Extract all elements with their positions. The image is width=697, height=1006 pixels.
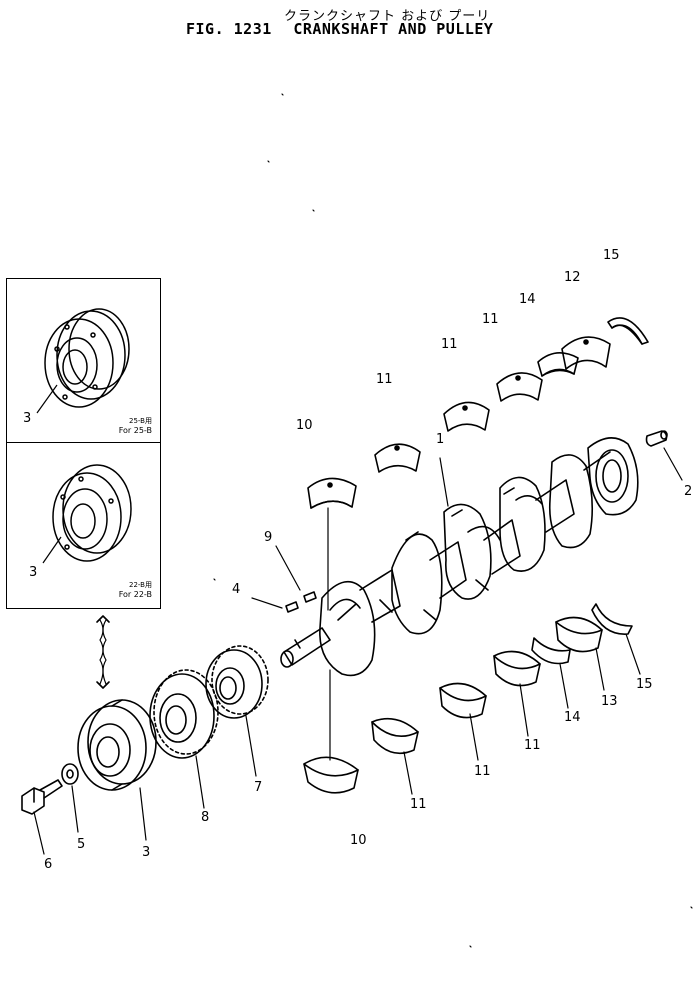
gear-8 [149, 669, 219, 759]
upper-bearing-11-c [496, 372, 543, 402]
scan-specks [213, 93, 693, 948]
callout-13: 13 [601, 694, 618, 709]
pulley-3 [77, 699, 157, 791]
upper-thrust-washer-15 [607, 317, 649, 345]
inset-b-en-note: For 22-B [118, 590, 152, 599]
inset-pulley-22b: 3 22-B用 For 22-B [6, 442, 161, 609]
lower-bearing-11-a [371, 717, 419, 755]
callout-3-inset-a: 3 [23, 411, 32, 426]
upper-thrust-washer-14 [537, 352, 579, 377]
callout-15-upper: 15 [603, 248, 620, 263]
lower-bearing-10 [303, 756, 359, 794]
callout-11-lower-c: 11 [524, 738, 541, 753]
figure-number: FIG. 1231 [186, 20, 272, 38]
callout-12: 12 [564, 270, 581, 285]
callout-1: 1 [436, 432, 445, 447]
double-arrow-icon [96, 615, 110, 689]
upper-bearing-10 [307, 477, 357, 509]
crankshaft-1 [280, 437, 639, 677]
callout-3: 3 [142, 845, 151, 860]
callout-10-lower: 10 [350, 833, 367, 848]
callout-11-lower-b: 11 [474, 764, 491, 779]
lower-bearing-13 [555, 616, 603, 653]
title-japanese: クランクシャフト および プーリ [284, 9, 491, 24]
callout-11-upper-c: 11 [482, 312, 499, 327]
washer-5 [61, 763, 79, 785]
upper-bearing-12 [561, 336, 611, 370]
inset-b-jp-note: 22-B用 [129, 581, 152, 589]
callout-15-lower: 15 [636, 677, 653, 692]
lower-bearing-11-c [493, 650, 541, 687]
callout-3-inset-b: 3 [29, 565, 38, 580]
callout-14-lower: 14 [564, 710, 581, 725]
page-title: FIG. 1231 CRANKSHAFT AND PULLEY [186, 20, 493, 38]
figure-title: CRANKSHAFT AND PULLEY [293, 20, 494, 38]
inset-pulley-25b: 3 25-B用 For 25-B [6, 278, 161, 444]
lower-bearing-11-b [439, 682, 487, 719]
callout-6: 6 [44, 857, 53, 872]
callout-14-upper: 14 [519, 292, 536, 307]
callout-11-upper-a: 11 [376, 372, 393, 387]
callout-2: 2 [684, 484, 693, 499]
callout-11-upper-b: 11 [441, 337, 458, 352]
callout-4: 4 [232, 582, 241, 597]
callout-10-upper: 10 [296, 418, 313, 433]
lower-thrust-washer-14 [531, 637, 571, 665]
pulley-25b-drawing [36, 308, 130, 414]
dowel-pin-2 [645, 430, 668, 447]
callout-9: 9 [264, 530, 273, 545]
callout-8: 8 [201, 810, 210, 825]
lower-leaders [33, 633, 641, 855]
woodruff-key-4 [285, 601, 299, 613]
bolt-6 [21, 779, 63, 815]
gear-7 [205, 645, 269, 719]
callout-11-lower-a: 11 [410, 797, 427, 812]
lower-thrust-washer-15 [591, 603, 633, 635]
leader-lines [251, 447, 683, 761]
pulley-22b-drawing [42, 464, 132, 564]
inset-a-en-note: For 25-B [118, 426, 152, 435]
callout-5: 5 [77, 837, 86, 852]
callout-7: 7 [254, 780, 263, 795]
inset-a-jp-note: 25-B用 [129, 417, 152, 425]
upper-bearing-11-b [443, 401, 490, 432]
upper-bearing-11-a [374, 443, 421, 473]
key-9 [303, 591, 317, 603]
